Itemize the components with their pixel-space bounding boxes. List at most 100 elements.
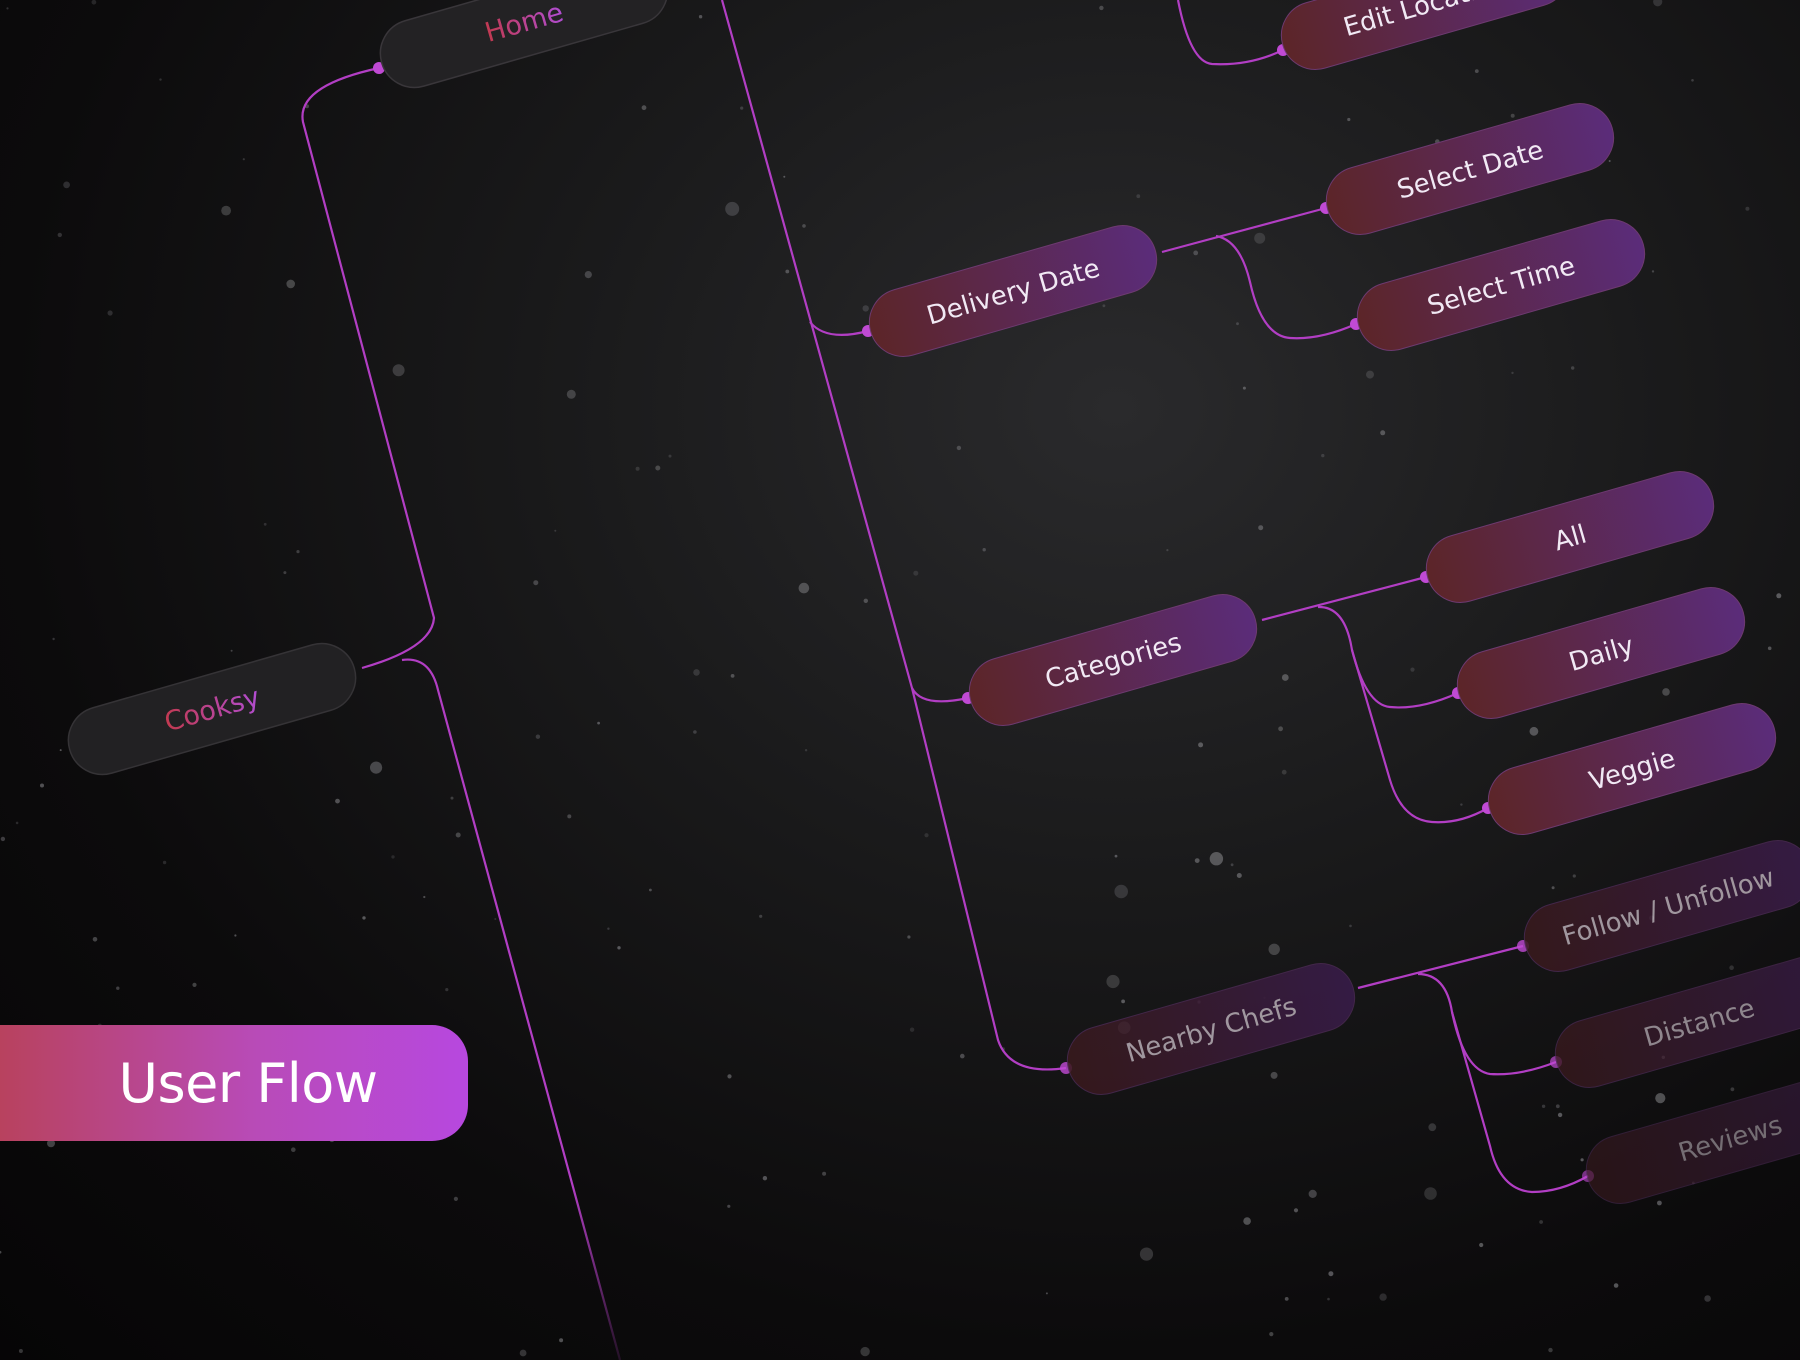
star-dot	[0, 836, 6, 842]
connector-lines	[301, 0, 1589, 1360]
connector-delivery-to-date	[1161, 206, 1327, 254]
star-dot	[1328, 1271, 1334, 1277]
star-dot	[291, 1147, 296, 1152]
star-dot	[1321, 453, 1325, 458]
node-all[interactable]: All	[1418, 464, 1721, 611]
star-dot	[617, 946, 621, 950]
node-select-date[interactable]: Select Date	[1318, 96, 1621, 243]
star-dot	[1281, 769, 1287, 775]
star-dot	[1428, 1123, 1437, 1132]
star-dot	[862, 305, 869, 312]
connector-trunk-to-delivery	[809, 321, 869, 336]
star-dot	[1278, 726, 1283, 732]
star-dot	[924, 833, 929, 838]
star-dot	[1194, 858, 1200, 863]
star-dot	[1572, 874, 1576, 878]
star-dot	[1608, 160, 1611, 162]
star-dot	[445, 988, 449, 992]
star-dot	[286, 279, 296, 289]
node-delivery-date[interactable]: Delivery Date	[861, 218, 1164, 365]
star-dot	[584, 271, 592, 279]
star-dot	[635, 466, 640, 471]
star-dot	[1424, 1187, 1437, 1200]
star-dot	[15, 821, 19, 825]
star-dot	[1539, 1220, 1543, 1224]
star-dot	[1293, 1208, 1299, 1213]
star-dot	[727, 1074, 732, 1079]
star-dot	[1308, 1189, 1317, 1198]
star-dot	[1269, 1332, 1274, 1337]
star-dot	[296, 550, 300, 554]
star-dot	[566, 389, 576, 399]
node-edit-location[interactable]: Edit Location	[1273, 0, 1576, 77]
star-dot	[1691, 79, 1694, 82]
star-dot	[1114, 884, 1128, 899]
star-dot	[1139, 1247, 1154, 1261]
node-nearby-chefs[interactable]: Nearby Chefs	[1059, 956, 1362, 1103]
star-dot	[1729, 965, 1734, 970]
star-dot	[263, 522, 267, 526]
star-dot	[1548, 1347, 1553, 1353]
star-dot	[1767, 646, 1772, 651]
star-dot	[727, 1204, 731, 1208]
star-dot	[798, 582, 810, 594]
node-distance[interactable]: Distance	[1547, 949, 1800, 1096]
star-dot	[1410, 667, 1415, 672]
star-dot	[1243, 1217, 1251, 1225]
node-follow-unfollow[interactable]: Follow / Unfollow	[1516, 833, 1800, 980]
star-dot	[1379, 1293, 1387, 1301]
star-dot	[907, 935, 911, 939]
node-categories[interactable]: Categories	[961, 587, 1264, 734]
star-dot	[192, 982, 197, 988]
star-dot	[597, 721, 600, 725]
star-dot	[1380, 430, 1386, 436]
star-dot	[783, 175, 786, 178]
star-dot	[1651, 270, 1655, 273]
node-reviews[interactable]: Reviews	[1578, 1065, 1800, 1212]
star-dot	[785, 269, 790, 274]
connector-categories-to-all	[1261, 575, 1427, 622]
star-dot	[1613, 1283, 1619, 1288]
star-dot	[6, 7, 9, 10]
star-dot	[913, 570, 919, 576]
star-dot	[1102, 304, 1106, 308]
node-veggie[interactable]: Veggie	[1480, 696, 1783, 843]
star-dot	[455, 832, 461, 838]
star-dot	[1511, 371, 1514, 375]
star-dot	[1555, 1104, 1560, 1109]
connector-to-edit-location	[1176, 0, 1284, 66]
star-dot	[0, 1250, 2, 1254]
star-dot	[453, 1196, 458, 1201]
star-dot	[607, 927, 610, 930]
connector-categories-to-veggie	[1350, 649, 1489, 824]
node-home[interactable]: Home	[372, 0, 675, 95]
star-dot	[1571, 366, 1575, 370]
star-dot	[535, 734, 541, 739]
star-dot	[960, 1053, 965, 1059]
star-dot	[107, 310, 113, 316]
star-dot	[230, 649, 233, 652]
node-cooksy[interactable]: Cooksy	[60, 636, 363, 783]
star-dot	[1349, 924, 1352, 928]
star-dot	[1099, 5, 1104, 11]
star-dot	[159, 78, 162, 81]
star-dot	[554, 529, 557, 532]
star-dot	[63, 181, 70, 189]
star-dot	[649, 888, 652, 892]
star-dot	[804, 749, 808, 752]
star-dot	[1236, 873, 1242, 878]
star-dot	[1655, 1093, 1666, 1104]
star-dot	[655, 465, 661, 471]
star-dot	[740, 106, 744, 110]
star-dot	[1529, 726, 1539, 736]
star-dot	[234, 934, 237, 937]
node-daily[interactable]: Daily	[1449, 580, 1752, 727]
star-dot	[494, 918, 497, 920]
star-dot	[725, 201, 740, 216]
node-select-time[interactable]: Select Time	[1349, 212, 1652, 359]
connector-delivery-to-time	[1215, 234, 1357, 340]
star-dot	[860, 1346, 870, 1357]
star-dot	[59, 749, 62, 752]
star-dot	[693, 730, 697, 734]
